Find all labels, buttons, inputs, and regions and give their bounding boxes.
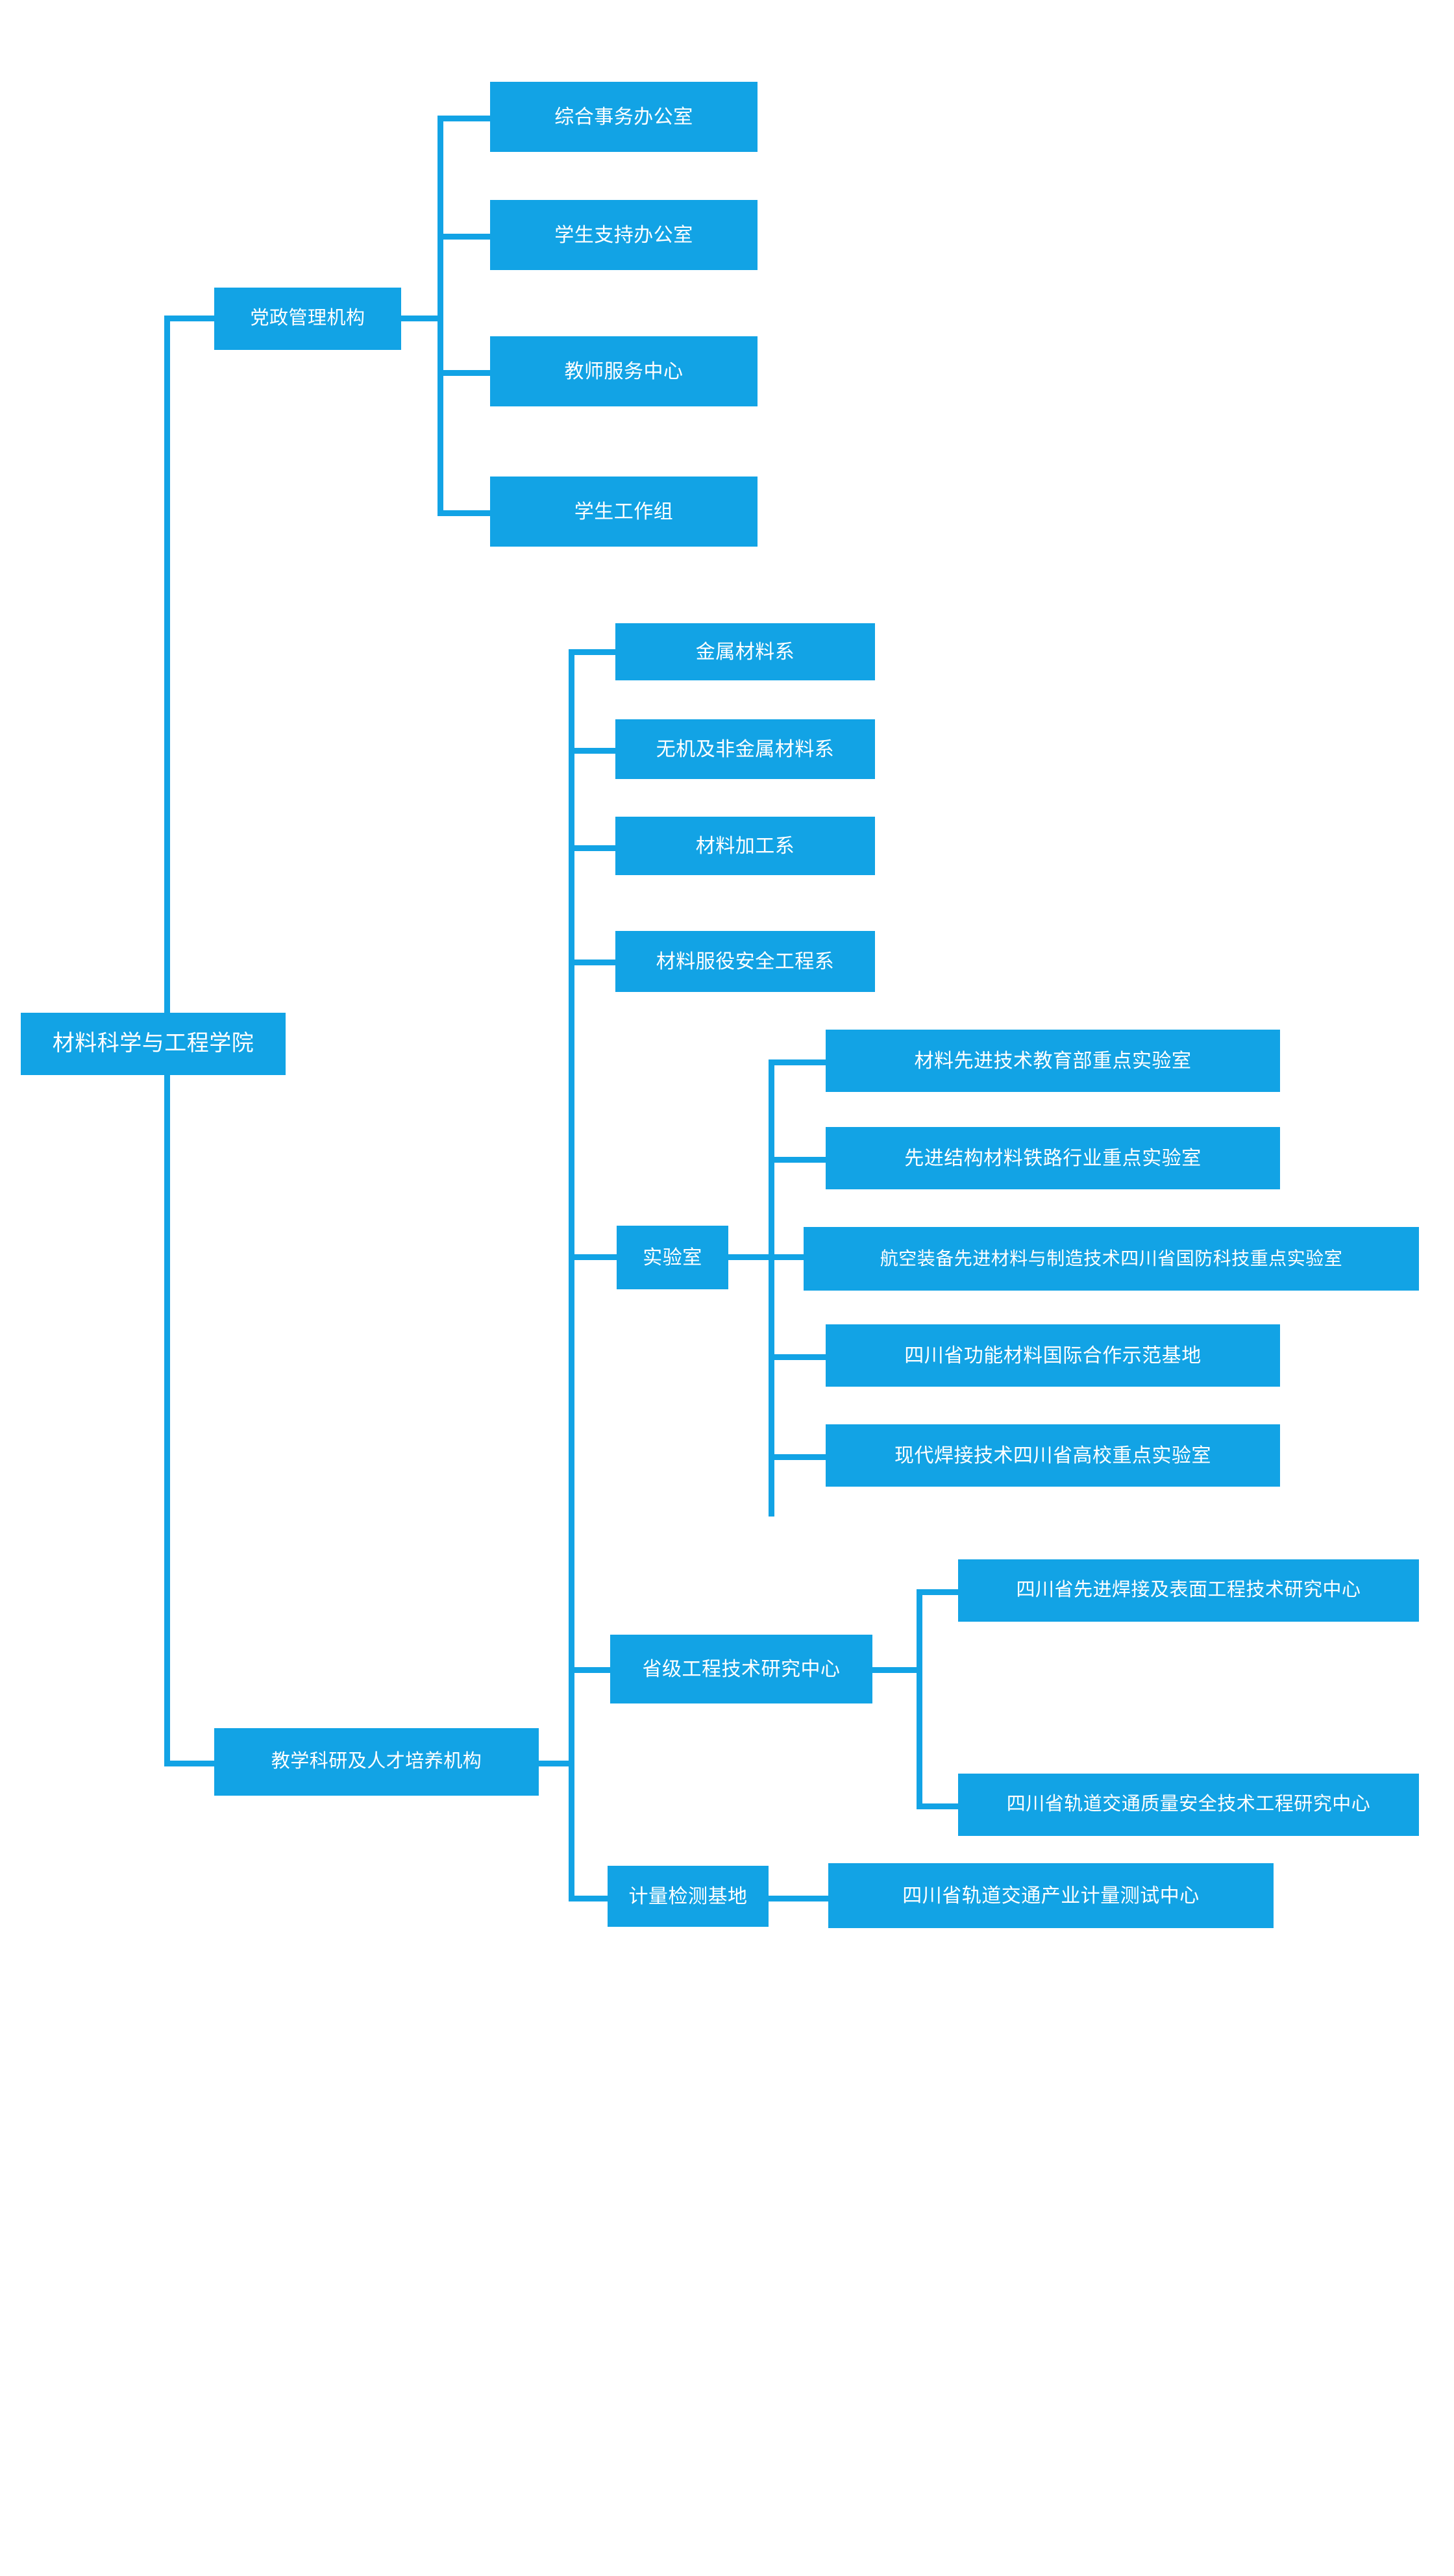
connector-branch2-out xyxy=(536,1761,574,1766)
connector-lab-child0 xyxy=(769,1059,828,1065)
connector-lab-spine xyxy=(769,1062,774,1517)
node-lab-moe-advanced-materials[interactable]: 材料先进技术教育部重点实验室 xyxy=(826,1030,1280,1092)
connector-branch2-child0 xyxy=(569,649,619,655)
node-root-college[interactable]: 材料科学与工程学院 xyxy=(21,1013,286,1075)
connector-lab-child4 xyxy=(769,1454,828,1460)
node-lab-modern-welding[interactable]: 现代焊接技术四川省高校重点实验室 xyxy=(826,1424,1280,1487)
connector-lab-out xyxy=(726,1254,774,1260)
node-lab-functional-materials-intl-base[interactable]: 四川省功能材料国际合作示范基地 xyxy=(826,1324,1280,1387)
connector-metrology-out xyxy=(766,1896,831,1901)
connector-branch2-child5 xyxy=(569,1667,614,1673)
connector-branch2-child2 xyxy=(569,845,619,851)
connector-lab-child1 xyxy=(769,1157,828,1163)
node-student-support-office[interactable]: 学生支持办公室 xyxy=(490,200,758,270)
node-branch-party-admin[interactable]: 党政管理机构 xyxy=(214,288,401,350)
connector-branch2-spine xyxy=(569,649,574,1899)
connector-center-child1 xyxy=(917,1803,961,1809)
connector-branch1-child0 xyxy=(437,116,493,121)
connector-branch2-child1 xyxy=(569,748,619,754)
connector-branch1-spine xyxy=(437,118,443,513)
connector-branch2-child6 xyxy=(569,1896,611,1901)
connector-center-spine xyxy=(917,1592,922,1806)
node-group-provincial-eng-tech-centers[interactable]: 省级工程技术研究中心 xyxy=(610,1635,872,1703)
node-dept-metal-materials[interactable]: 金属材料系 xyxy=(615,623,875,680)
node-dept-materials-processing[interactable]: 材料加工系 xyxy=(615,817,875,875)
connector-lab-child2 xyxy=(769,1254,806,1260)
connector-center-out xyxy=(870,1667,920,1673)
connector-branch1-in xyxy=(164,316,216,321)
node-group-laboratories[interactable]: 实验室 xyxy=(617,1226,728,1289)
connector-center-child0 xyxy=(917,1589,961,1595)
connector-lab-child3 xyxy=(769,1354,828,1360)
connector-branch2-child3 xyxy=(569,960,619,965)
node-branch-academic-research[interactable]: 教学科研及人才培养机构 xyxy=(214,1728,539,1796)
connector-branch1-out xyxy=(399,316,443,321)
node-dept-material-service-safety[interactable]: 材料服役安全工程系 xyxy=(615,931,875,992)
node-group-metrology-testing-base[interactable]: 计量检测基地 xyxy=(608,1866,769,1927)
node-dept-inorganic-nonmetal-materials[interactable]: 无机及非金属材料系 xyxy=(615,719,875,779)
connector-branch1-child1 xyxy=(437,234,493,240)
connector-branch1-child3 xyxy=(437,510,493,516)
node-student-affairs-group[interactable]: 学生工作组 xyxy=(490,477,758,547)
node-center-advanced-welding-surface[interactable]: 四川省先进焊接及表面工程技术研究中心 xyxy=(958,1559,1419,1622)
connector-branch2-child4 xyxy=(569,1254,621,1260)
connector-branch1-child2 xyxy=(437,370,493,376)
node-center-rail-industry-metrology[interactable]: 四川省轨道交通产业计量测试中心 xyxy=(828,1863,1274,1928)
node-teacher-service-center[interactable]: 教师服务中心 xyxy=(490,336,758,406)
node-general-affairs-office[interactable]: 综合事务办公室 xyxy=(490,82,758,152)
node-center-rail-quality-safety[interactable]: 四川省轨道交通质量安全技术工程研究中心 xyxy=(958,1774,1419,1836)
node-lab-railway-structural-materials[interactable]: 先进结构材料铁路行业重点实验室 xyxy=(826,1127,1280,1189)
node-lab-aviation-defense-materials[interactable]: 航空装备先进材料与制造技术四川省国防科技重点实验室 xyxy=(804,1227,1419,1291)
connector-branch2-in xyxy=(164,1761,216,1766)
